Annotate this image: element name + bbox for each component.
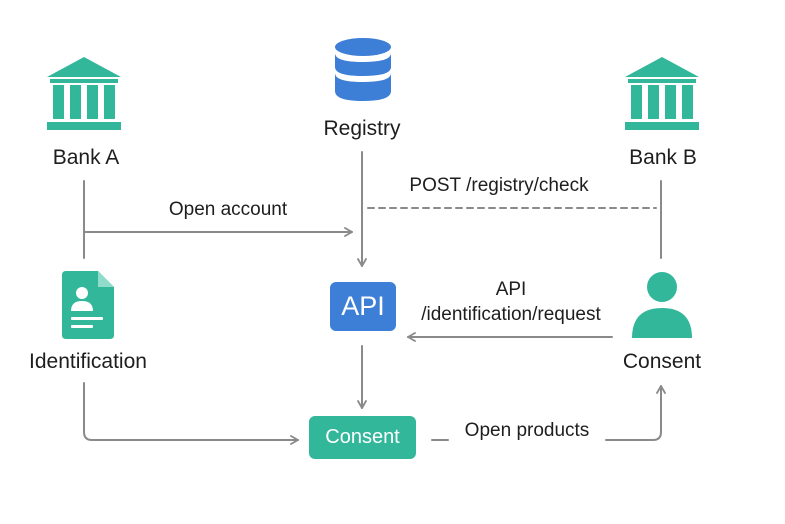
user-icon: [632, 272, 692, 338]
bank-b-label: Bank B: [629, 146, 697, 169]
consent-user-label: Consent: [622, 350, 702, 373]
api-request-label-line2: /identification/request: [421, 304, 601, 325]
api-box: API: [330, 282, 396, 331]
api-label: API: [341, 291, 385, 321]
open-products-label: Open products: [464, 420, 590, 441]
id-document-icon: [62, 271, 114, 339]
post-registry-check-label: POST /registry/check: [409, 175, 589, 196]
bank-icon: [47, 57, 121, 130]
bank-a-label: Bank A: [52, 146, 120, 169]
database-icon: [335, 38, 391, 101]
open-products-arrow: [605, 385, 666, 441]
consent-box: Consent: [309, 416, 416, 459]
open-account-label: Open account: [168, 199, 288, 220]
api-request-label-line1: API: [495, 279, 527, 300]
bank-icon: [625, 57, 699, 130]
registry-label: Registry: [323, 117, 401, 140]
consent-box-label: Consent: [325, 426, 400, 448]
identification-to-consent-arrow: [83, 382, 299, 445]
identification-label: Identification: [29, 350, 147, 373]
